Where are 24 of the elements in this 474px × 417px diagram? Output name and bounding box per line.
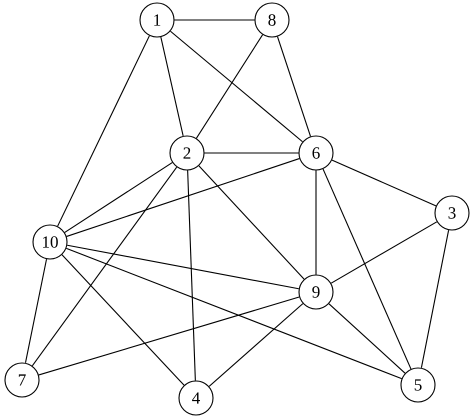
edge-line	[174, 19, 254, 21]
edge-line	[322, 168, 412, 370]
edge-line	[328, 303, 406, 374]
edge-line	[67, 244, 299, 290]
edge-line	[170, 30, 303, 142]
edge-line	[66, 248, 402, 380]
edge-line	[198, 165, 304, 280]
edge-line	[24, 259, 48, 363]
edge-line	[204, 152, 298, 154]
edge-line	[38, 296, 300, 376]
edge-line	[276, 36, 312, 136]
edge-line	[420, 230, 450, 368]
edge-line	[208, 303, 304, 387]
edge-line	[330, 221, 438, 284]
edge-line	[332, 160, 436, 206]
edge-line	[196, 34, 264, 138]
edge-line	[57, 36, 150, 226]
edge-line	[187, 170, 196, 380]
edge-line	[32, 166, 178, 366]
edge-line	[64, 162, 173, 233]
edge-line	[62, 254, 184, 386]
edge-line	[160, 37, 184, 136]
edge-line	[66, 158, 300, 237]
edge-line	[315, 170, 317, 274]
